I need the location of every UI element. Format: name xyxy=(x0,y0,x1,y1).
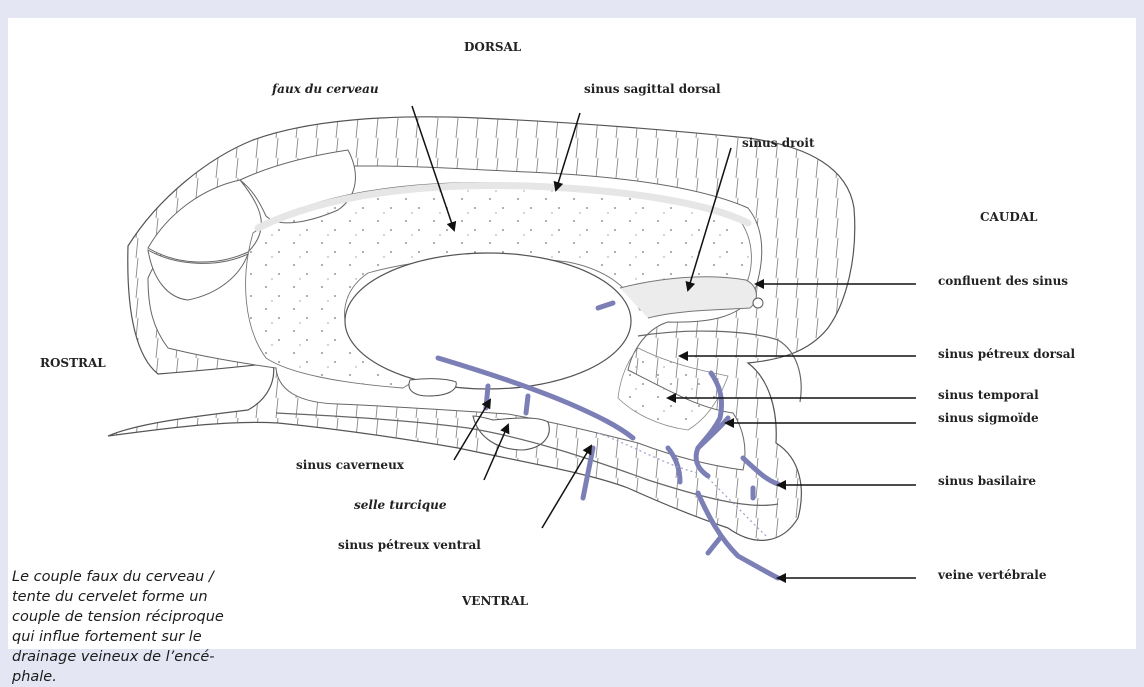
label-sinus-caverneux: sinus caverneux xyxy=(296,458,404,472)
figure-panel: DORSAL CAUDAL ROSTRAL VENTRAL faux du ce… xyxy=(8,18,1136,649)
vertebral-vessel-2 xyxy=(708,538,720,553)
label-sinus-petreux-dorsal: sinus pétreux dorsal xyxy=(938,347,1075,361)
caption-line-4: qui influe fortement sur le xyxy=(12,627,312,647)
brain-venous-sinus-diagram xyxy=(8,18,1136,649)
caption-line-2: tente du cervelet forme un xyxy=(12,587,312,607)
caption-line-3: couple de tension réciproque xyxy=(12,607,312,627)
label-sinus-sigmoide: sinus sigmoïde xyxy=(938,411,1039,425)
label-sinus-temporal: sinus temporal xyxy=(938,388,1039,402)
label-confluent-des-sinus: confluent des sinus xyxy=(938,274,1068,288)
direction-dorsal: DORSAL xyxy=(464,40,521,54)
confluence-marker xyxy=(753,298,763,308)
label-faux-du-cerveau: faux du cerveau xyxy=(272,82,379,96)
caption-line-1: Le couple faux du cerveau / xyxy=(12,567,312,587)
label-sinus-droit: sinus droit xyxy=(742,136,815,150)
cavernous-vessel-branch-2 xyxy=(526,396,528,413)
central-hemisphere xyxy=(345,253,631,389)
direction-ventral: VENTRAL xyxy=(462,594,528,608)
direction-rostral: ROSTRAL xyxy=(40,356,106,370)
caption-line-5: drainage veineux de l’encé- xyxy=(12,647,312,667)
caption-line-6: phale. xyxy=(12,667,312,687)
direction-caudal: CAUDAL xyxy=(980,210,1037,224)
figure-caption: Le couple faux du cerveau / tente du cer… xyxy=(12,567,312,687)
label-sinus-petreux-ventral: sinus pétreux ventral xyxy=(338,538,481,552)
label-veine-vertebrale: veine vertébrale xyxy=(938,568,1047,582)
label-selle-turcique: selle turcique xyxy=(354,498,447,512)
label-sinus-sagittal-dorsal: sinus sagittal dorsal xyxy=(584,82,721,96)
label-sinus-basilaire: sinus basilaire xyxy=(938,474,1036,488)
